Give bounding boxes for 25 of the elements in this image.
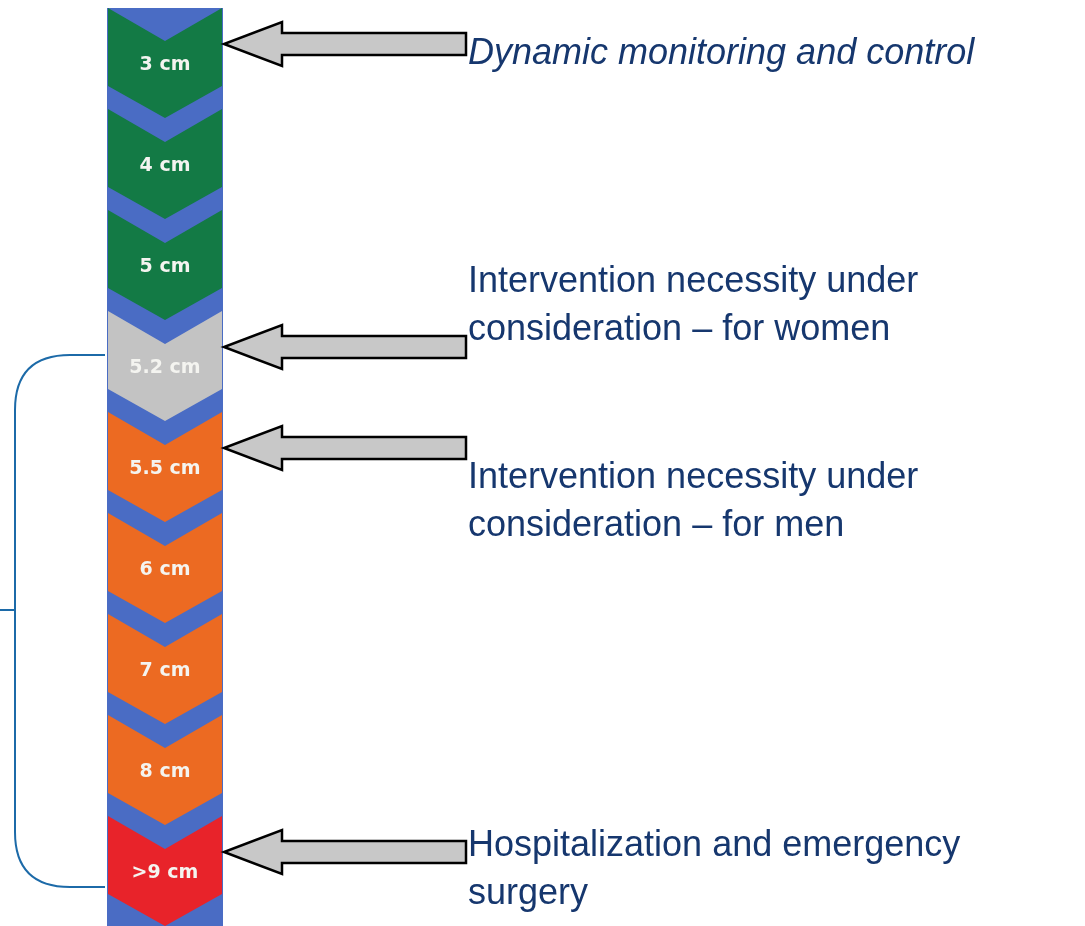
size-label: 6 cm xyxy=(138,557,192,579)
size-label: 5 cm xyxy=(138,254,192,276)
size-label: 4 cm xyxy=(138,153,192,175)
description-text: Intervention necessity under consideration – for men xyxy=(468,452,1068,548)
size-label: 3 cm xyxy=(138,52,192,74)
size-label: >9 cm xyxy=(130,860,200,882)
block-arrow xyxy=(220,424,468,472)
size-label: 5.5 cm xyxy=(128,456,202,478)
chevron-shape xyxy=(108,8,222,118)
size-label: 8 cm xyxy=(138,759,192,781)
description-text: Hospitalization and emergency surgery xyxy=(468,820,1068,916)
chevron-shape xyxy=(108,109,222,219)
chevron-shape xyxy=(108,715,222,825)
chevron-shape xyxy=(108,816,222,926)
size-label: 7 cm xyxy=(138,658,192,680)
chevron-shape xyxy=(108,513,222,623)
block-arrow xyxy=(220,20,468,68)
block-arrow xyxy=(220,323,468,371)
description-text: Dynamic monitoring and control xyxy=(468,28,1068,76)
chevron-shape xyxy=(108,412,222,522)
chevron-shape xyxy=(108,614,222,724)
chevron-shape xyxy=(108,311,222,421)
description-text: Intervention necessity under consideration – for women xyxy=(468,256,1068,352)
block-arrow xyxy=(220,828,468,876)
chevron-shape xyxy=(108,210,222,320)
